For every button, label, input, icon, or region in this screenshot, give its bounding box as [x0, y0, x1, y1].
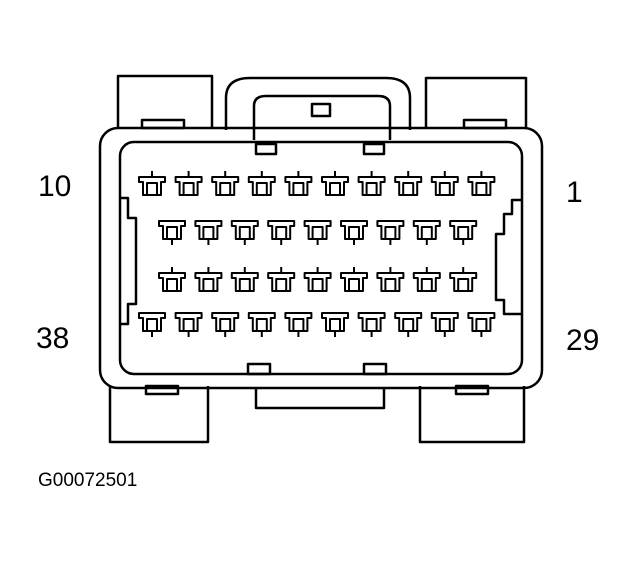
pin-cavity — [449, 267, 478, 292]
pin-cavity — [321, 171, 349, 196]
pin-cavity — [211, 312, 240, 337]
pin-cavity — [138, 312, 166, 337]
pin-label-38: 38 — [36, 322, 70, 355]
pin-cavity — [412, 267, 441, 292]
pin-cavity — [394, 312, 423, 337]
pin-cavity — [194, 267, 223, 292]
pin-cavity — [267, 267, 296, 292]
pin-cavity — [230, 220, 259, 245]
cavity-notch-bottom-left — [246, 362, 272, 376]
pin-cavity — [230, 267, 259, 292]
lock-hump-outer — [224, 76, 412, 130]
latch-bottom-right — [418, 386, 526, 444]
pin-cavity — [194, 220, 223, 245]
pin-label-10: 10 — [38, 170, 72, 203]
pin-cavity — [412, 220, 441, 245]
latch-bottom-right-window — [454, 384, 490, 396]
pin-cavity — [430, 171, 459, 196]
cavity-notch-bottom-right — [362, 362, 388, 376]
latch-bottom-left — [108, 386, 210, 444]
cavity-notch-top-left — [254, 142, 278, 156]
latch-top-right — [424, 76, 528, 128]
latch-top-left — [116, 74, 214, 128]
pin-cavity — [284, 312, 313, 337]
pin-cavity — [247, 312, 276, 337]
pin-cavity — [158, 220, 186, 245]
pin-cavity — [174, 312, 203, 337]
housing-outer — [98, 126, 544, 390]
pin-cavity — [321, 312, 349, 337]
latch-bottom-left-window — [144, 384, 180, 396]
pin-label-1: 1 — [566, 176, 583, 209]
pin-cavity — [394, 171, 423, 196]
pin-cavity — [467, 171, 496, 196]
pin-cavity — [303, 267, 332, 292]
pin-cavity — [303, 220, 332, 245]
pin-cavity — [284, 171, 313, 196]
pin-cavity — [467, 312, 496, 337]
pin-cavity — [267, 220, 296, 245]
cavity-notch-top-right — [362, 142, 386, 156]
pin-cavity — [376, 267, 405, 292]
pin-cavity — [357, 171, 386, 196]
lock-tab — [310, 102, 332, 118]
pin-cavity — [430, 312, 459, 337]
pin-cavity — [211, 171, 240, 196]
pin-cavity — [174, 171, 203, 196]
pin-cavity — [357, 312, 386, 337]
side-key-right — [494, 198, 522, 316]
housing-bottom-ledge — [254, 388, 386, 410]
pin-cavity — [376, 220, 405, 245]
pin-cavity — [340, 220, 368, 245]
side-key-left — [120, 196, 138, 326]
pin-label-29: 29 — [566, 324, 600, 357]
pin-cavity — [138, 171, 166, 196]
figure-id: G00072501 — [38, 470, 138, 491]
pin-cavities — [138, 171, 496, 337]
lock-hump-inner — [252, 94, 392, 140]
pin-cavity — [340, 267, 368, 292]
housing-inner — [118, 140, 524, 376]
pin-cavity — [158, 267, 186, 292]
pin-cavity — [449, 220, 478, 245]
pin-cavity — [247, 171, 276, 196]
